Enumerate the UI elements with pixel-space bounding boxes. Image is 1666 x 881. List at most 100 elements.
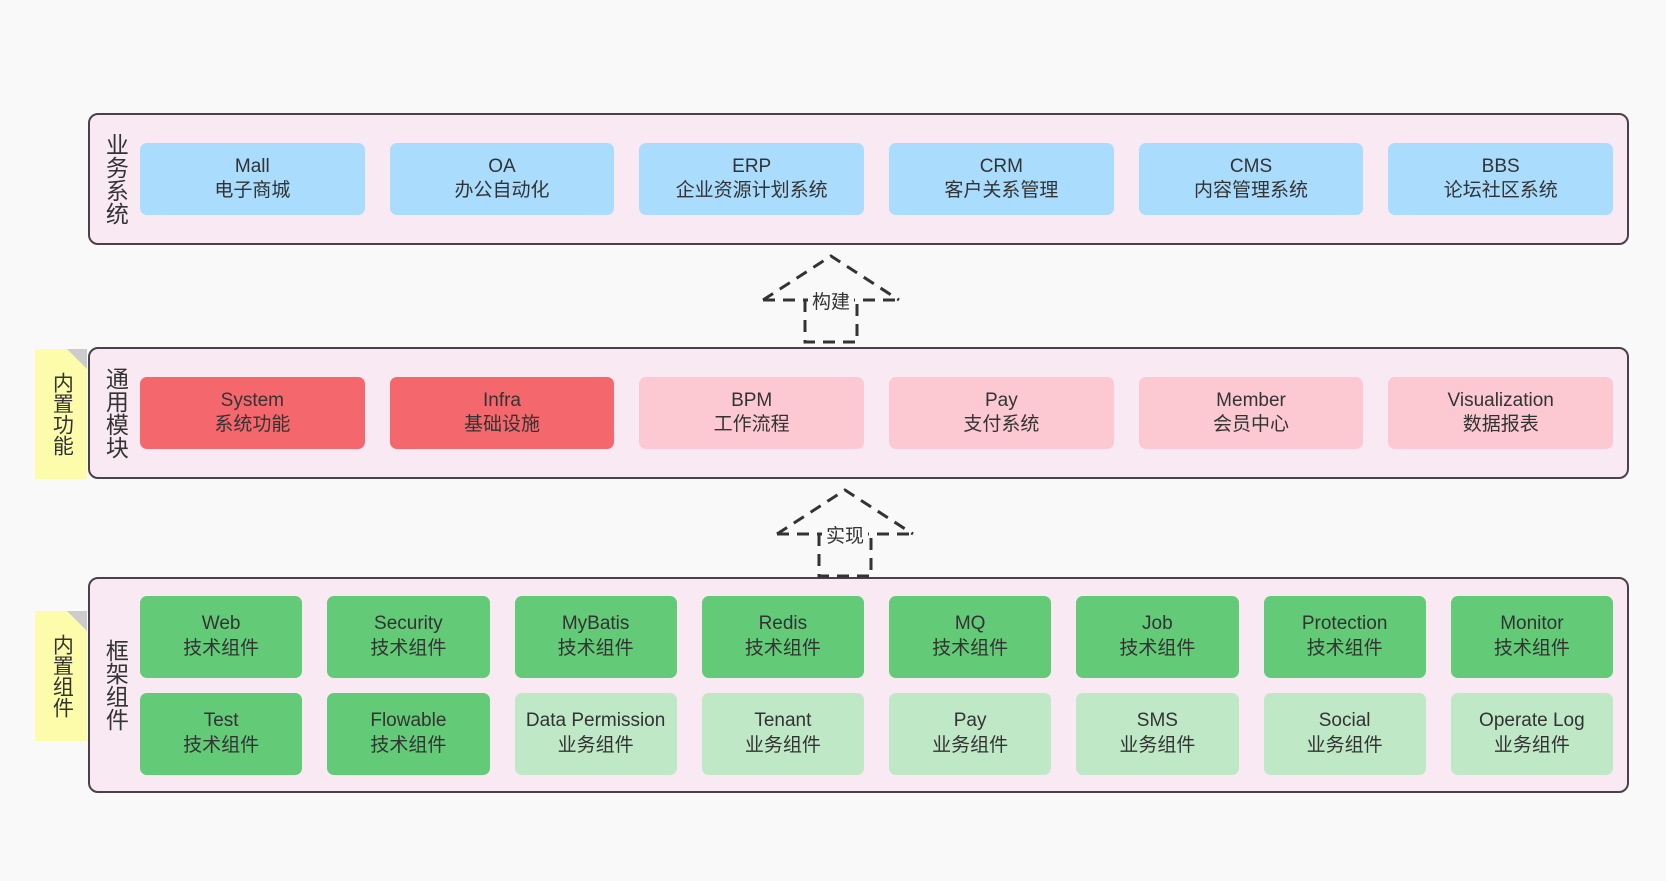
card-desc: 会员中心 <box>1213 414 1290 435</box>
card-desc: 业务组件 <box>932 734 1009 756</box>
card-name: Monitor <box>1500 613 1564 635</box>
card-name: OA <box>488 155 516 177</box>
connector-implement: 实现 <box>760 486 930 578</box>
card-crm[interactable]: CRM 客户关系管理 <box>889 143 1114 215</box>
card-name: Redis <box>758 613 808 635</box>
card-system[interactable]: System 系统功能 <box>140 377 365 449</box>
card-name: BBS <box>1481 155 1520 177</box>
card-desc: 办公自动化 <box>454 180 550 201</box>
card-desc: 技术组件 <box>1493 637 1570 659</box>
card-name: Security <box>374 613 443 635</box>
sticky-note-common-module: 内置功能 <box>35 349 87 479</box>
card-name: Operate Log <box>1479 710 1585 732</box>
card-desc: 数据报表 <box>1462 414 1539 435</box>
card-desc: 企业资源计划系统 <box>675 180 828 201</box>
card-name: Social <box>1318 710 1371 732</box>
card-desc: 技术组件 <box>370 734 447 756</box>
sticky-note-framework-component: 内置组件 <box>35 611 87 741</box>
card-name: CRM <box>979 155 1023 177</box>
card-name: Visualization <box>1447 389 1554 411</box>
card-desc: 技术组件 <box>1306 637 1383 659</box>
card-desc: 业务组件 <box>1119 734 1196 756</box>
card-desc: 业务组件 <box>1493 734 1570 756</box>
card-infra[interactable]: Infra 基础设施 <box>389 377 615 449</box>
card-oa[interactable]: OA 办公自动化 <box>389 143 615 215</box>
card-desc: 论坛社区系统 <box>1443 180 1558 201</box>
card-name: BPM <box>731 389 773 411</box>
card-name: System <box>220 389 285 411</box>
card-desc: 技术组件 <box>183 637 260 659</box>
card-name: Member <box>1216 389 1286 411</box>
card-bbs[interactable]: BBS 论坛社区系统 <box>1388 143 1614 215</box>
card-bpm[interactable]: BPM 工作流程 <box>639 377 865 449</box>
card-desc: 电子商城 <box>214 180 291 201</box>
card-name: Tenant <box>754 710 812 732</box>
card-desc: 客户关系管理 <box>944 180 1059 201</box>
card-visualization[interactable]: Visualization 数据报表 <box>1388 377 1614 449</box>
card-name: MyBatis <box>561 613 630 635</box>
layer-body-common-module: System 系统功能 Infra 基础设施 BPM 工作流程 Pay 支付系统 Member 会… <box>140 349 1627 477</box>
card-row: System 系统功能 Infra 基础设施 BPM 工作流程 Pay 支付系统 Member 会… <box>140 377 1614 449</box>
card-name: Mall <box>234 155 270 177</box>
connector-label-build: 构建 <box>807 286 855 315</box>
note-label: 内置功能 <box>50 372 74 456</box>
card-desc: 技术组件 <box>557 637 634 659</box>
layer-title-common-module: 通用模块 <box>102 367 129 459</box>
card-desc: 业务组件 <box>557 734 634 756</box>
card-pay[interactable]: Pay 支付系统 <box>889 377 1114 449</box>
connector-label-implement: 实现 <box>821 520 869 549</box>
card-name: Flowable <box>370 710 447 732</box>
card-name: Pay <box>984 389 1018 411</box>
card-name: Protection <box>1301 613 1388 635</box>
note-label: 内置组件 <box>50 634 74 718</box>
card-name: Web <box>201 613 241 635</box>
card-desc: 系统功能 <box>214 414 291 435</box>
card-member[interactable]: Member 会员中心 <box>1138 377 1364 449</box>
card-name: Test <box>203 710 239 732</box>
card-name: Data Permission <box>525 710 666 732</box>
card-name: ERP <box>732 155 772 177</box>
card-name: Infra <box>482 389 522 411</box>
layer-title-framework-component: 框架组件 <box>102 639 129 731</box>
card-desc: 技术组件 <box>1119 637 1196 659</box>
layer-common-module: 通用模块 System 系统功能 Infra 基础设施 BPM 工作流程 Pay 支付系统 Mem… <box>88 347 1629 479</box>
card-desc: 技术组件 <box>744 637 821 659</box>
card-mall[interactable]: Mall 电子商城 <box>140 143 365 215</box>
card-desc: 技术组件 <box>183 734 260 756</box>
card-name: Pay <box>953 710 987 732</box>
card-name: Job <box>1142 613 1173 635</box>
card-erp[interactable]: ERP 企业资源计划系统 <box>639 143 865 215</box>
card-desc: 技术组件 <box>932 637 1009 659</box>
card-desc: 内容管理系统 <box>1194 180 1309 201</box>
card-desc: 支付系统 <box>963 414 1040 435</box>
card-name: MQ <box>954 613 986 635</box>
card-desc: 工作流程 <box>713 414 790 435</box>
card-desc: 技术组件 <box>370 637 447 659</box>
card-desc: 基础设施 <box>464 414 541 435</box>
